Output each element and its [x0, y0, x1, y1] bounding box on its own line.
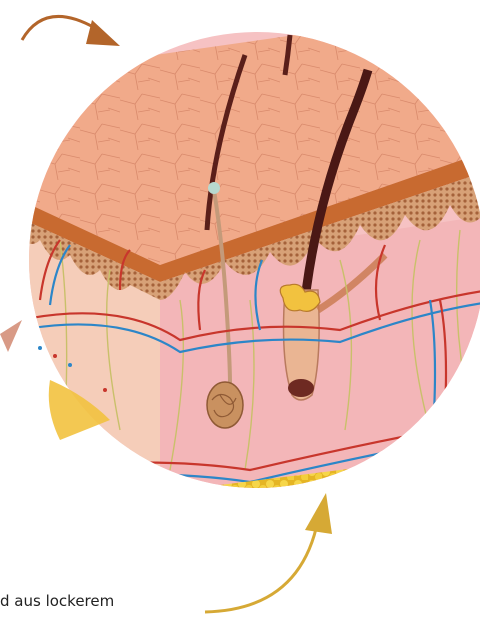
hair-bulb [288, 379, 314, 397]
arrow-top-icon [22, 16, 120, 46]
arrow-bottom-icon [205, 493, 332, 612]
sweat-gland-coil [207, 382, 243, 428]
sweat-pore [208, 182, 220, 194]
arrow-left-icon [0, 320, 22, 352]
caption-text: d aus lockerem [0, 592, 114, 610]
